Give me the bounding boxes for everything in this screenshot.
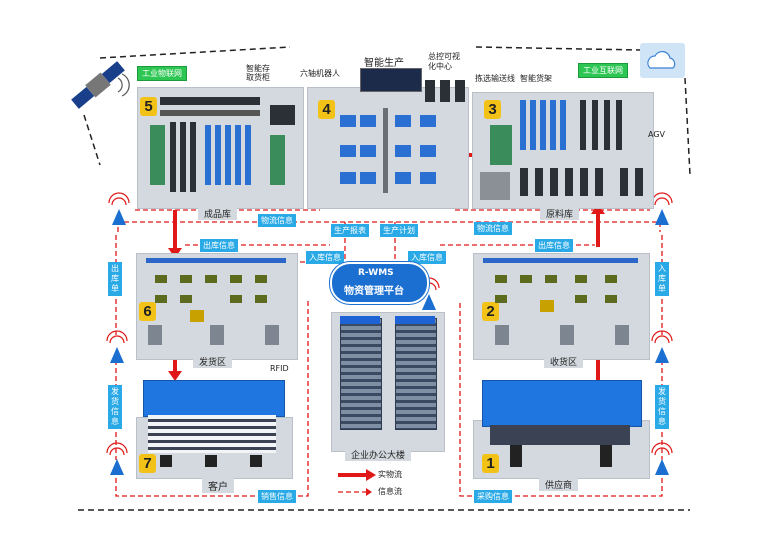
six-axis-robot-label: 六轴机器人: [300, 69, 340, 78]
finished-goods-label: 成品库: [198, 207, 238, 220]
rwms-cloud: [330, 262, 429, 304]
shipping-area-label: 发货区: [193, 355, 233, 368]
rwms-title: R-WMS: [358, 268, 394, 278]
badge-5: 5: [140, 97, 157, 116]
receiving-area-label: 收货区: [544, 355, 584, 368]
agv-label: AGV: [648, 130, 666, 139]
badge-4: 4: [318, 100, 335, 119]
customer-label: 客户: [202, 478, 234, 493]
rfid-label: RFID: [270, 364, 289, 373]
office-building-label: 企业办公大楼: [345, 448, 412, 461]
purchase-info-label: 采购信息: [474, 490, 512, 503]
production-plan-label: 生产计划: [380, 224, 418, 237]
rwms-subtitle: 物资管理平台: [344, 286, 404, 297]
outbound-info-right: 出库信息: [535, 239, 573, 252]
badge-6: 6: [139, 302, 156, 321]
delivery-info-label: 发货信息: [655, 385, 669, 429]
outbound-order-label: 出库单: [108, 262, 122, 296]
logistics-info-left: 物流信息: [258, 214, 296, 227]
shipping-info-label: 发货信息: [108, 385, 122, 429]
raw-materials-label: 原料库: [540, 207, 580, 220]
production-report-label: 生产报表: [331, 224, 369, 237]
supplier-label: 供应商: [539, 478, 579, 491]
legend-physical-flow: 实物流: [378, 470, 402, 479]
logistics-info-right: 物流信息: [474, 222, 512, 235]
control-screen: [360, 68, 422, 92]
industrial-internet-tag: 工业互联网: [578, 63, 628, 78]
badge-3: 3: [484, 100, 501, 119]
smart-production-label: 智能生产: [364, 58, 404, 69]
smart-shelf-label: 智能货架: [520, 74, 552, 83]
industrial-iot-tag: 工业物联网: [137, 66, 187, 81]
legend-info-flow: 信息流: [378, 487, 402, 496]
inbound-info-center: 入库信息: [408, 251, 446, 264]
badge-1: 1: [482, 454, 499, 473]
sales-info-label: 销售信息: [258, 490, 296, 503]
sorting-line-label: 拣选输送线: [475, 74, 515, 83]
smart-cabinet-label: 智能存 取货柜: [246, 64, 270, 82]
outbound-info-left: 出库信息: [200, 239, 238, 252]
badge-7: 7: [139, 454, 156, 473]
inbound-info-left: 入库信息: [306, 251, 344, 264]
badge-2: 2: [482, 302, 499, 321]
control-center-label: 总控可视 化中心: [428, 52, 460, 71]
inbound-order-label: 入库单: [655, 262, 669, 296]
